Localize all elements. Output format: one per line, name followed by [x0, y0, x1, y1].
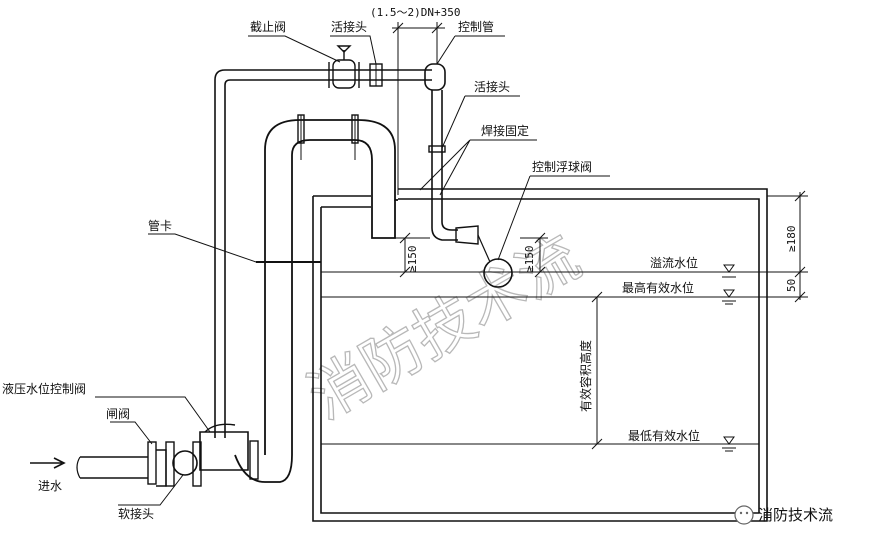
- wechat-icon: [734, 505, 754, 525]
- label-dim-top: (1.5～2)DN+350: [370, 6, 460, 19]
- max-level-icon: [722, 289, 736, 305]
- label-union-right: 活接头: [474, 79, 510, 94]
- main-pipe: [234, 114, 398, 483]
- dim-top: [392, 22, 445, 195]
- brand-badge: 消防技术流: [734, 505, 833, 525]
- right-dimensions: [759, 190, 808, 303]
- label-dim-150-right: ≥150: [523, 246, 536, 273]
- label-control-pipe: 控制管: [458, 19, 494, 34]
- brand-text: 消防技术流: [758, 506, 833, 524]
- label-float-valve: 控制浮球阀: [532, 160, 592, 174]
- control-pipe: [424, 63, 458, 241]
- label-union-top: 活接头: [331, 19, 367, 34]
- inlet-assembly: [30, 441, 202, 487]
- hydraulic-valve: [199, 423, 259, 480]
- label-min-level: 最低有效水位: [628, 428, 700, 443]
- stop-valve: [328, 45, 360, 89]
- label-weld-fixed: 焊接固定: [481, 123, 529, 138]
- label-flex-joint: 软接头: [118, 506, 154, 521]
- dim-150-left: [395, 232, 430, 278]
- water-tank: [312, 188, 768, 522]
- dim-150-right: [520, 232, 548, 278]
- label-gate-valve: 闸阀: [106, 407, 130, 421]
- min-level-icon: [722, 436, 736, 452]
- label-stop-valve: 截止阀: [250, 20, 286, 34]
- inlet-arrow-icon: [30, 457, 66, 469]
- label-effective-height: 有效容积高度: [578, 340, 593, 412]
- label-inlet: 进水: [38, 479, 62, 493]
- top-union: [369, 63, 383, 87]
- label-overflow-level: 溢流水位: [650, 255, 698, 270]
- level-markers: [722, 264, 736, 452]
- overflow-level-icon: [722, 264, 736, 278]
- label-dim-180: ≥180: [785, 226, 798, 253]
- label-max-level: 最高有效水位: [622, 280, 694, 295]
- label-dim-150-left: ≥150: [406, 246, 419, 273]
- label-dim-50: 50: [785, 279, 798, 292]
- label-pipe-clamp: 管卡: [148, 218, 172, 233]
- label-hydraulic-valve: 液压水位控制阀: [2, 381, 86, 396]
- bypass-pipe: [214, 69, 432, 438]
- effective-height-dimension: [591, 291, 603, 450]
- leader-lines: [95, 35, 610, 506]
- watermark-text: 消防技术流: [297, 223, 592, 434]
